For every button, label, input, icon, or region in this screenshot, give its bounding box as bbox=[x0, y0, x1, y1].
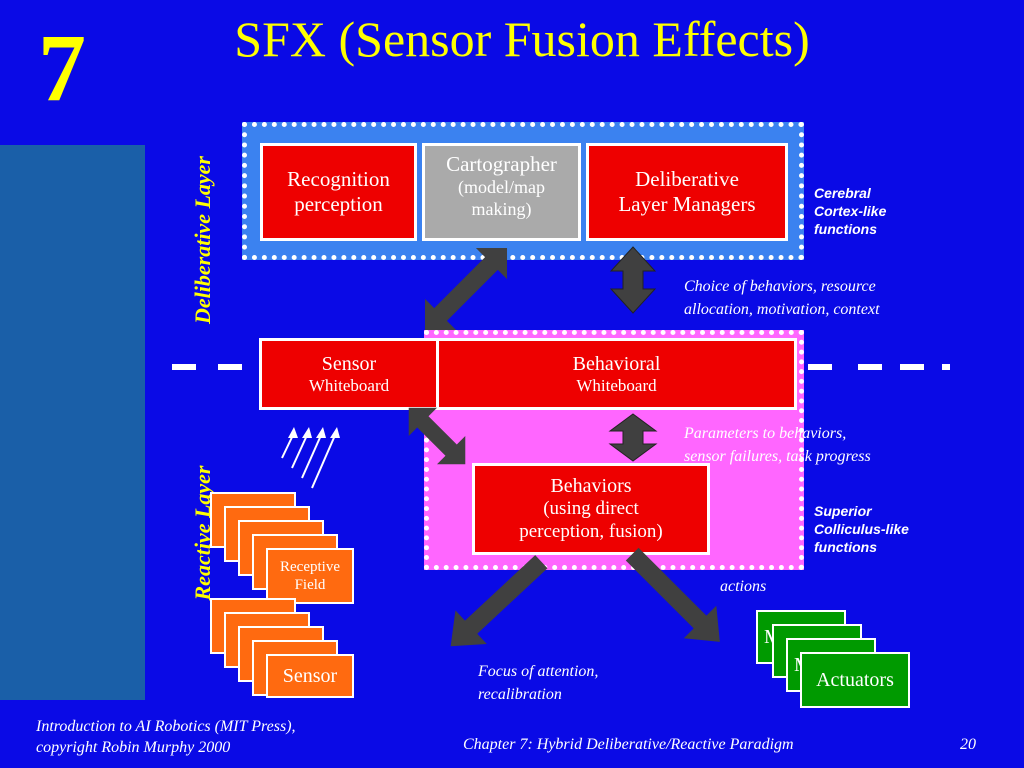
behaviors-line1: Behaviors bbox=[550, 475, 632, 498]
behaviors-line3: perception, fusion) bbox=[519, 521, 663, 542]
annotation-line: allocation, motivation, context bbox=[684, 301, 880, 319]
arrow-focus-icon bbox=[450, 555, 548, 647]
sensor-input-arrows bbox=[281, 432, 337, 489]
sensor-box: Sensor bbox=[266, 654, 354, 698]
sensor-whiteboard-line1: Sensor bbox=[321, 352, 377, 375]
recognition-perception-box: Recognition perception bbox=[260, 143, 417, 241]
footer-line: Introduction to AI Robotics (MIT Press), bbox=[36, 718, 296, 735]
deliberative-managers-line1: Deliberative bbox=[635, 166, 739, 191]
behavioral-whiteboard-box: Behavioral Whiteboard bbox=[436, 338, 797, 410]
annotation-line: Cerebral bbox=[814, 185, 871, 201]
superior-annotation: Superior Colliculus-like functions bbox=[814, 502, 909, 557]
annotation-line: Choice of behaviors, resource bbox=[684, 278, 876, 295]
footer-chapter: Chapter 7: Hybrid Deliberative/Reactive … bbox=[463, 736, 794, 753]
sensor-input-arrowheads bbox=[288, 427, 340, 438]
double-arrow-icon bbox=[408, 407, 466, 465]
behavioral-whiteboard-line1: Behavioral bbox=[572, 352, 661, 375]
footer-citation: Introduction to AI Robotics (MIT Press),… bbox=[36, 717, 296, 759]
sensor-whiteboard-line2: Whiteboard bbox=[308, 375, 390, 395]
footer-line: copyright Robin Murphy 2000 bbox=[36, 738, 231, 756]
parameters-annotation: Parameters to behaviors, sensor failures… bbox=[684, 422, 871, 468]
behavioral-whiteboard-line2: Whiteboard bbox=[576, 375, 657, 395]
receptive-field-line1: Receptive bbox=[280, 559, 340, 575]
receptive-field-line2: Field bbox=[294, 577, 326, 593]
chapter-number: 7 bbox=[38, 14, 86, 121]
annotation-line: functions bbox=[814, 539, 877, 556]
behaviors-box: Behaviors (using direct perception, fusi… bbox=[472, 463, 710, 555]
sidebar-stripe bbox=[0, 145, 145, 700]
choice-annotation: Choice of behaviors, resource allocation… bbox=[684, 275, 880, 321]
actions-annotation: actions bbox=[720, 578, 767, 595]
annotation-line: Superior bbox=[814, 503, 872, 519]
cartographer-box: Cartographer (model/map making) bbox=[422, 143, 581, 241]
focus-annotation: Focus of attention, recalibration bbox=[478, 660, 598, 706]
cartographer-line3: making) bbox=[471, 198, 532, 219]
annotation-line: Parameters to behaviors, bbox=[684, 425, 847, 442]
annotation-line: recalibration bbox=[478, 686, 562, 704]
sensor-whiteboard-box: Sensor Whiteboard bbox=[259, 338, 439, 410]
recognition-line2: perception bbox=[294, 192, 383, 216]
annotation-line: Cortex-like bbox=[814, 203, 887, 220]
annotation-line: sensor failures, task progress bbox=[684, 448, 871, 466]
cartographer-line2: (model/map bbox=[458, 177, 545, 198]
cartographer-line1: Cartographer bbox=[446, 152, 557, 176]
annotation-line: Colliculus-like bbox=[814, 521, 909, 538]
double-arrow-icon bbox=[609, 246, 657, 314]
double-arrow-icon bbox=[424, 247, 508, 331]
arrow-actuators-icon bbox=[625, 547, 720, 642]
slide-title: SFX (Sensor Fusion Effects) bbox=[234, 11, 810, 67]
behaviors-line2: (using direct bbox=[543, 498, 639, 520]
cerebral-annotation: Cerebral Cortex-like functions bbox=[814, 184, 886, 239]
recognition-line1: Recognition bbox=[287, 166, 390, 191]
annotation-line: Focus of attention, bbox=[478, 663, 599, 680]
annotation-line: functions bbox=[814, 221, 877, 238]
actuators-box: Actuators bbox=[800, 652, 910, 708]
page-number: 20 bbox=[960, 736, 976, 753]
deliberative-managers-box: Deliberative Layer Managers bbox=[586, 143, 788, 241]
deliberative-managers-line2: Layer Managers bbox=[618, 192, 756, 216]
receptive-field-box: Receptive Field bbox=[266, 548, 354, 604]
double-arrow-icon bbox=[608, 413, 658, 462]
